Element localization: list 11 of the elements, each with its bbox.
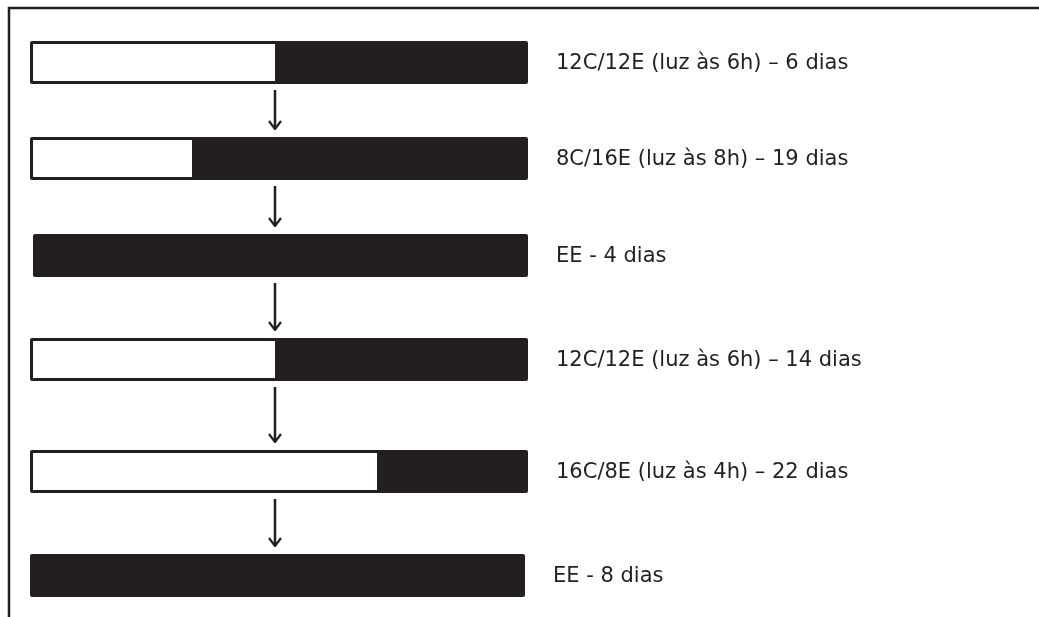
- duration-label: 12C/12E (luz às 6h) – 6 dias: [556, 49, 849, 76]
- arrow: [267, 499, 283, 548]
- duration-label: 16C/8E (luz às 4h) – 22 dias: [556, 458, 849, 485]
- arrow: [267, 283, 283, 332]
- arrow: [267, 387, 283, 444]
- arrow: [267, 90, 283, 131]
- arrow: [267, 186, 283, 228]
- duration-label: EE - 4 dias: [556, 242, 667, 269]
- duration-label: 12C/12E (luz às 6h) – 14 dias: [556, 346, 862, 373]
- duration-label: EE - 8 dias: [553, 562, 664, 589]
- duration-label: 8C/16E (luz às 8h) – 19 dias: [556, 145, 849, 172]
